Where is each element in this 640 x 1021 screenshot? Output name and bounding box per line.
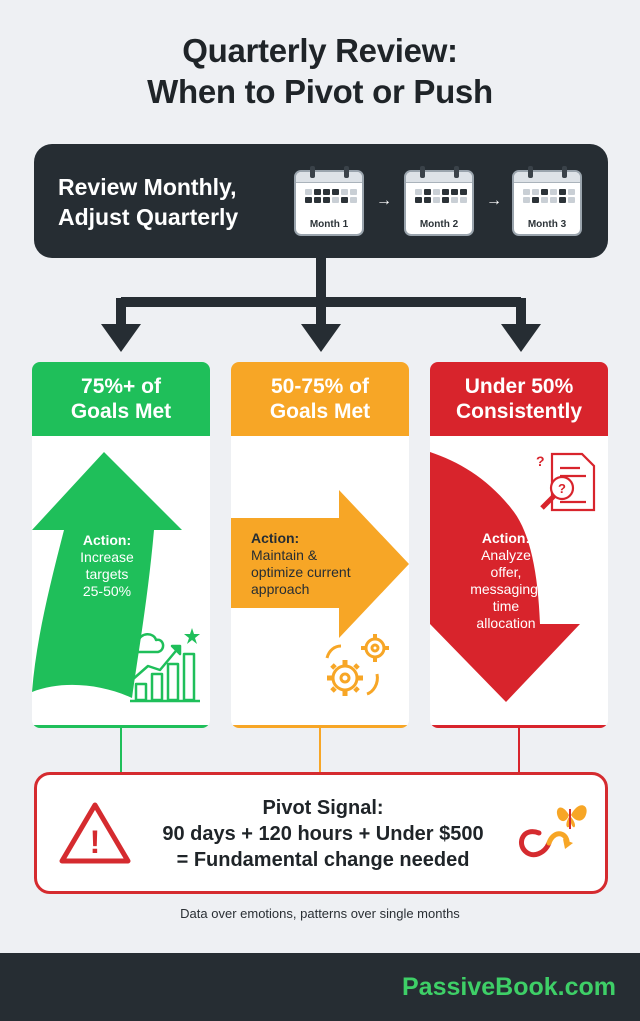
up-arrow-shape <box>32 452 182 698</box>
action-text-high: Action: Increase targets 25-50% <box>80 532 134 599</box>
calendar-icon: Month 2 <box>404 166 474 236</box>
action-text-mid: Action: Maintain & optimize current appr… <box>251 530 351 597</box>
pivot-signal-text: Pivot Signal: 90 days + 120 hours + Unde… <box>137 795 509 873</box>
outcome-header-low: Under 50% Consistently <box>430 362 608 436</box>
outcome-card-mid: 50-75% of Goals Met Action: Maintain & o… <box>231 362 409 728</box>
page-title: Quarterly Review: When to Pivot or Push <box>0 30 640 112</box>
arrow-right-icon: → <box>376 192 392 209</box>
pivot-line-1: Pivot Signal: <box>262 797 384 819</box>
review-line-2: Adjust Quarterly <box>58 204 239 230</box>
calendar-label-month-2: Month 2 <box>419 219 459 230</box>
branch-connector <box>101 258 541 352</box>
pivot-line-3: = Fundamental change needed <box>176 849 470 871</box>
title-line-1: Quarterly Review: <box>182 32 458 69</box>
document-search-icon: ? ? <box>536 452 596 512</box>
card-connectors <box>120 728 520 772</box>
brand-logo-text: PassiveBook.com <box>402 973 616 1001</box>
footnote: Data over emotions, patterns over single… <box>180 906 460 921</box>
outcome-card-high: 75%+ of Goals Met Action: Increase targe… <box>32 362 210 728</box>
pivot-line-2: 90 days + 120 hours + Under $500 <box>162 823 484 845</box>
title-line-2: When to Pivot or Push <box>147 73 493 110</box>
review-cadence-text: Review Monthly, Adjust Quarterly <box>58 172 238 232</box>
pivot-signal-box: ! Pivot Signal: 90 days + 120 hours + Un… <box>34 772 608 894</box>
calendar-icon: Month 3 <box>512 166 582 236</box>
calendar-label-month-3: Month 3 <box>527 219 567 230</box>
svg-text:?: ? <box>536 453 545 469</box>
gears-icon <box>325 634 389 696</box>
outcome-header-high: 75%+ of Goals Met <box>32 362 210 436</box>
right-arrow-shape <box>231 490 409 638</box>
svg-text:?: ? <box>558 481 566 496</box>
review-line-1: Review Monthly, <box>58 174 237 200</box>
arrow-right-icon: → <box>486 192 502 209</box>
down-arrow-shape <box>430 452 580 702</box>
action-text-low: Action: Analyze offer, messaging, time a… <box>470 530 542 631</box>
calendar-icon: Month 1 <box>294 166 364 236</box>
footer-bar: PassiveBook.com <box>0 953 640 1021</box>
outcome-card-low: Under 50% Consistently ? ? Action: Analy… <box>430 362 608 728</box>
growth-chart-icon <box>130 628 200 703</box>
warning-glyph: ! <box>90 824 101 860</box>
calendar-label-month-1: Month 1 <box>309 219 349 230</box>
butterfly-icon <box>519 805 587 858</box>
review-cadence-bar: Review Monthly, Adjust Quarterly Month 1… <box>34 144 608 258</box>
outcome-header-mid: 50-75% of Goals Met <box>231 362 409 436</box>
warning-icon: ! <box>59 802 131 864</box>
